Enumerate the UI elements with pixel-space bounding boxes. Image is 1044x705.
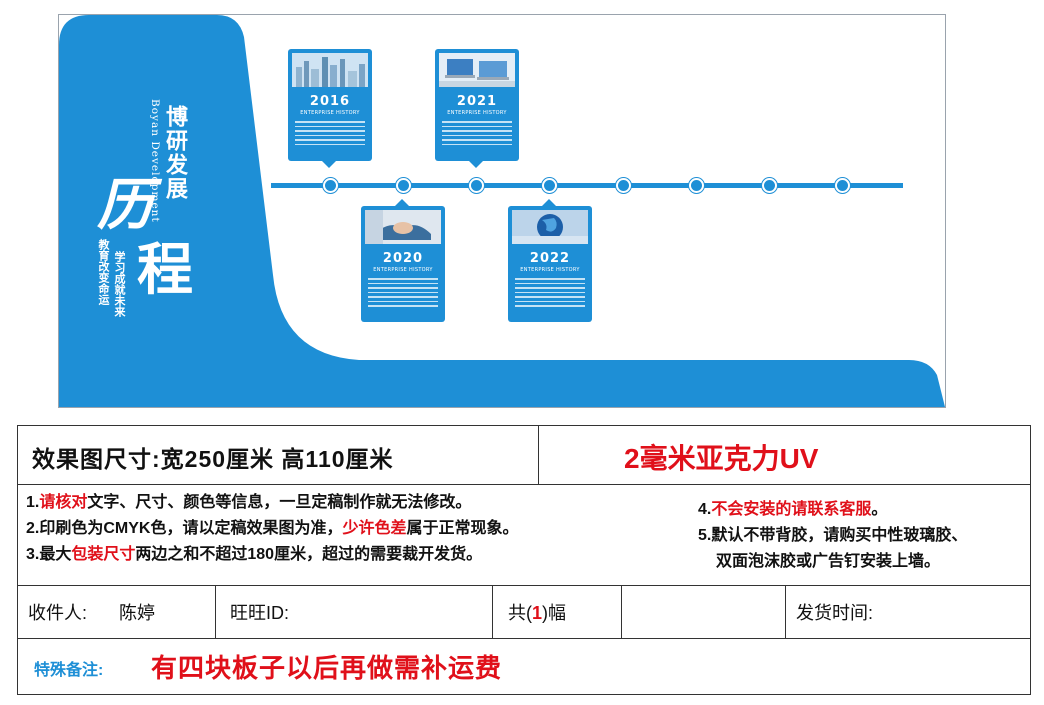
card-body-text — [368, 278, 438, 307]
timeline-dot — [689, 178, 704, 193]
card-subtitle: ENTERPRISE HISTORY — [300, 110, 360, 116]
slogan-2: 教育改变命运 — [97, 239, 110, 305]
material-text: 2毫米亚克力UV — [624, 443, 819, 474]
handshake-photo — [365, 210, 441, 244]
note-1: 1.请核对文字、尺寸、颜色等信息，一旦定稿制作就无法修改。 — [26, 494, 472, 511]
note-5: 5.默认不带背胶，请购买中性玻璃胶、 — [698, 527, 968, 544]
blue-background-shape — [59, 15, 945, 407]
timeline-dot — [542, 178, 557, 193]
brand-title-english: Boyan Development — [149, 99, 161, 223]
history-card-2021: 2021 ENTERPRISE HISTORY — [435, 49, 519, 168]
laptop-photo — [439, 53, 515, 87]
globe-photo — [512, 210, 588, 244]
card-subtitle: ENTERPRISE HISTORY — [373, 267, 433, 273]
big-char-li: 历 — [97, 172, 153, 238]
slogan-1: 学习成就未来 — [113, 251, 126, 317]
card-year: 2016 — [309, 94, 351, 109]
notes-row: 1.请核对文字、尺寸、颜色等信息，一旦定稿制作就无法修改。 2.印刷色为CMYK… — [18, 484, 1030, 586]
card-year: 2021 — [456, 94, 498, 109]
size-row: 效果图尺寸:宽250厘米 高110厘米 2毫米亚克力UV — [18, 426, 1030, 485]
card-year: 2022 — [529, 251, 571, 266]
ship-time-label: 发货时间: — [796, 603, 874, 623]
notes-right: 4.不会安装的请联系客服。 5.默认不带背胶，请购买中性玻璃胶、 双面泡沫胶或广… — [698, 497, 967, 575]
note-4: 4.不会安装的请联系客服。 — [698, 501, 888, 518]
timeline-dot — [323, 178, 338, 193]
recipient-row: 收件人: 陈婷 旺旺ID: 共(1)幅 发货时间: — [18, 585, 1030, 639]
timeline-line — [271, 183, 903, 188]
city-skyline-photo — [292, 53, 368, 87]
timeline-dot — [396, 178, 411, 193]
design-preview: 博研发展 Boyan Development 历 程 学习成就未来 教育改变命运… — [58, 14, 946, 408]
note-3: 3.最大包装尺寸两边之和不超过180厘米，超过的需要裁开发货。 — [26, 546, 483, 563]
note-5-continued: 双面泡沫胶或广告钉安装上墙。 — [716, 553, 941, 570]
history-card-2020: 2020 ENTERPRISE HISTORY — [361, 199, 445, 322]
recipient-label: 收件人: — [28, 603, 88, 623]
big-char-cheng: 程 — [137, 237, 193, 303]
special-notes-text: 有四块板子以后再做需补运费 — [151, 653, 503, 683]
special-notes-row: 特殊备注: 有四块板子以后再做需补运费 — [18, 638, 1030, 694]
recipient-name: 陈婷 — [119, 603, 155, 623]
card-subtitle: ENTERPRISE HISTORY — [447, 110, 507, 116]
brand-title: 博研发展 — [162, 105, 188, 201]
size-text: 效果图尺寸:宽250厘米 高110厘米 — [32, 446, 394, 472]
history-card-2022: 2022 ENTERPRISE HISTORY — [508, 199, 592, 322]
card-year: 2020 — [382, 251, 424, 266]
notes-left: 1.请核对文字、尺寸、颜色等信息，一旦定稿制作就无法修改。 2.印刷色为CMYK… — [26, 490, 519, 568]
timeline-dot — [616, 178, 631, 193]
timeline-dot — [762, 178, 777, 193]
note-2: 2.印刷色为CMYK色，请以定稿效果图为准，少许色差属于正常现象。 — [26, 520, 519, 537]
card-subtitle: ENTERPRISE HISTORY — [520, 267, 580, 273]
panel-count: 共(1)幅 — [508, 603, 567, 623]
special-notes-label: 特殊备注: — [34, 662, 104, 679]
timeline-dot — [835, 178, 850, 193]
card-body-text — [515, 278, 585, 307]
wangwang-label: 旺旺ID: — [230, 603, 290, 623]
card-body-text — [442, 121, 512, 145]
history-card-2016: 2016 ENTERPRISE HISTORY — [288, 49, 372, 168]
order-info-table: 效果图尺寸:宽250厘米 高110厘米 2毫米亚克力UV 1.请核对文字、尺寸、… — [17, 425, 1031, 695]
card-body-text — [295, 121, 365, 145]
timeline-dot — [469, 178, 484, 193]
